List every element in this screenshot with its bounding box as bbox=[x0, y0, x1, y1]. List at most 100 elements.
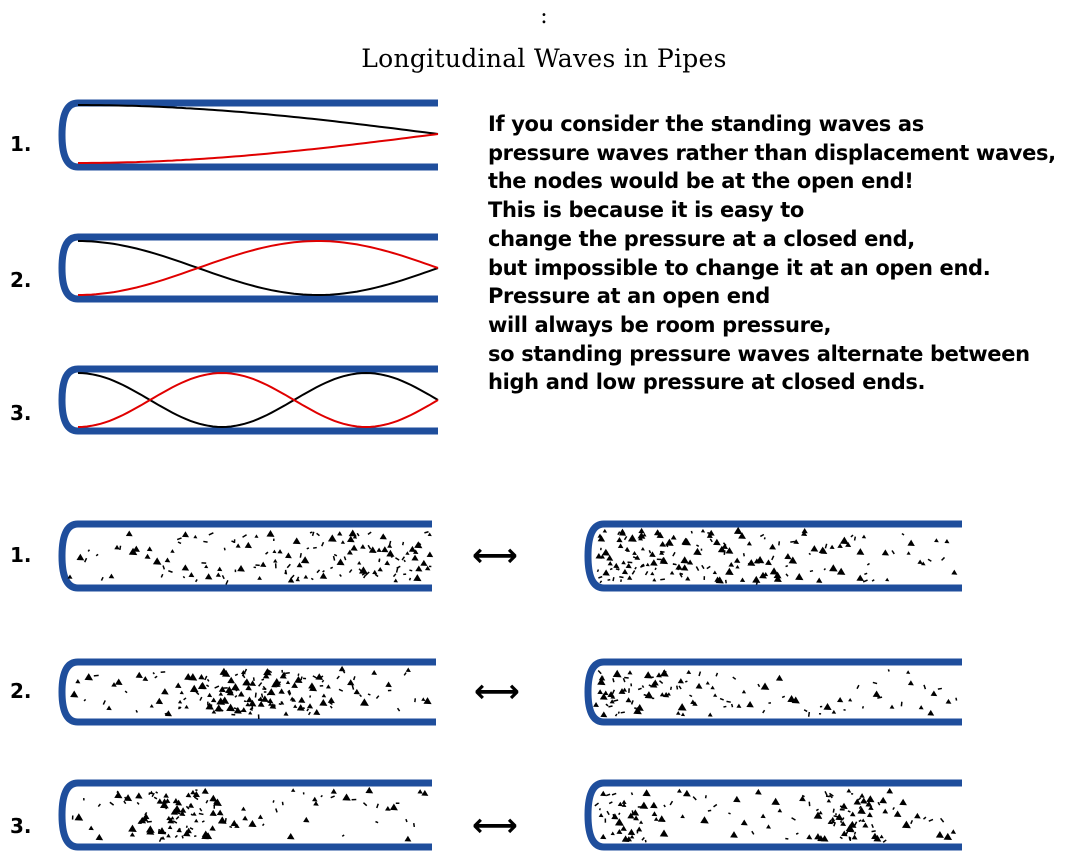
air-particle bbox=[837, 817, 843, 821]
air-particle bbox=[159, 800, 169, 809]
air-particle bbox=[198, 681, 207, 690]
air-particle bbox=[882, 808, 889, 814]
air-particle bbox=[820, 548, 828, 555]
air-particle bbox=[205, 702, 214, 710]
air-particle bbox=[308, 682, 316, 689]
air-particle bbox=[934, 538, 939, 543]
air-particle bbox=[712, 570, 717, 575]
air-particle bbox=[146, 546, 153, 552]
air-particle bbox=[330, 795, 335, 799]
air-particle bbox=[648, 550, 652, 554]
air-particle bbox=[365, 571, 370, 576]
air-particle bbox=[199, 696, 203, 701]
air-particle bbox=[163, 792, 169, 798]
air-particle bbox=[70, 690, 79, 698]
air-particle bbox=[306, 708, 310, 712]
air-particle bbox=[201, 787, 209, 794]
air-particle bbox=[650, 801, 658, 809]
air-particle bbox=[336, 675, 340, 680]
air-particle bbox=[125, 530, 133, 537]
air-particle bbox=[752, 575, 761, 583]
air-particle bbox=[258, 682, 263, 687]
air-particle bbox=[605, 703, 609, 707]
air-particle bbox=[612, 577, 615, 582]
pressure-wave-curve bbox=[77, 371, 439, 429]
air-particle bbox=[871, 823, 874, 829]
air-particle bbox=[272, 678, 281, 686]
air-particle bbox=[607, 691, 615, 698]
air-particle bbox=[631, 810, 634, 815]
air-particle bbox=[164, 798, 171, 804]
air-particle bbox=[840, 830, 848, 837]
air-particle bbox=[597, 689, 604, 695]
wave-pipe-label: 2. bbox=[10, 268, 32, 292]
air-particle bbox=[339, 574, 342, 577]
air-particle bbox=[665, 538, 674, 546]
air-particle bbox=[877, 801, 881, 806]
air-particle bbox=[879, 796, 888, 804]
air-particle bbox=[234, 823, 240, 829]
air-particle bbox=[625, 697, 632, 703]
air-particle bbox=[174, 834, 178, 838]
air-particle bbox=[319, 572, 328, 579]
air-particle bbox=[599, 580, 603, 584]
air-particle bbox=[76, 553, 85, 561]
air-particle bbox=[185, 792, 192, 798]
air-particle bbox=[221, 669, 231, 677]
air-particle bbox=[337, 531, 343, 536]
air-particle bbox=[209, 794, 218, 802]
air-particle bbox=[675, 710, 681, 715]
air-particle bbox=[622, 677, 626, 683]
air-particle bbox=[714, 576, 721, 583]
air-particle bbox=[214, 704, 224, 712]
air-particle bbox=[87, 549, 91, 552]
air-particle bbox=[781, 695, 786, 699]
air-particle bbox=[424, 530, 429, 534]
air-particle bbox=[375, 820, 379, 824]
particle-pipe-label: 2. bbox=[10, 679, 32, 703]
air-particle bbox=[659, 550, 665, 555]
air-particle bbox=[312, 796, 318, 802]
air-particle bbox=[284, 570, 287, 575]
air-particle bbox=[651, 679, 659, 686]
air-particle bbox=[617, 801, 624, 807]
air-particle bbox=[950, 829, 957, 834]
air-particle bbox=[286, 832, 295, 840]
air-particle bbox=[215, 572, 221, 577]
air-particle bbox=[182, 575, 186, 579]
air-particle bbox=[723, 705, 727, 708]
air-particle bbox=[597, 535, 606, 542]
air-particles bbox=[593, 669, 958, 718]
air-particle bbox=[261, 678, 265, 681]
air-particle bbox=[831, 709, 837, 714]
air-particle bbox=[777, 808, 783, 813]
air-particle bbox=[887, 669, 890, 672]
air-particle bbox=[97, 803, 101, 808]
air-particle bbox=[881, 549, 890, 556]
pipe-wall bbox=[584, 658, 962, 726]
air-particle bbox=[403, 672, 407, 676]
air-particle bbox=[866, 795, 875, 803]
air-particle bbox=[237, 691, 245, 697]
air-particle bbox=[927, 709, 935, 716]
air-particle bbox=[861, 818, 866, 822]
air-particle bbox=[795, 573, 804, 581]
air-particle bbox=[262, 685, 267, 691]
air-particle bbox=[823, 567, 826, 571]
explanation-line: but impossible to change it at an open e… bbox=[488, 255, 991, 280]
explanation-line: If you consider the standing waves as bbox=[488, 112, 924, 136]
air-particle bbox=[421, 697, 426, 702]
air-particle bbox=[275, 808, 278, 813]
air-particle bbox=[612, 678, 615, 683]
air-particle bbox=[663, 804, 666, 808]
air-particle bbox=[414, 541, 423, 549]
air-particle bbox=[300, 556, 310, 564]
air-particle bbox=[788, 556, 798, 564]
air-particle bbox=[123, 800, 127, 805]
air-particle bbox=[840, 820, 847, 826]
pipe-wall bbox=[584, 779, 962, 851]
air-particle bbox=[114, 678, 123, 686]
air-particle bbox=[910, 819, 914, 825]
air-particle bbox=[313, 546, 317, 549]
air-particle bbox=[278, 688, 285, 694]
